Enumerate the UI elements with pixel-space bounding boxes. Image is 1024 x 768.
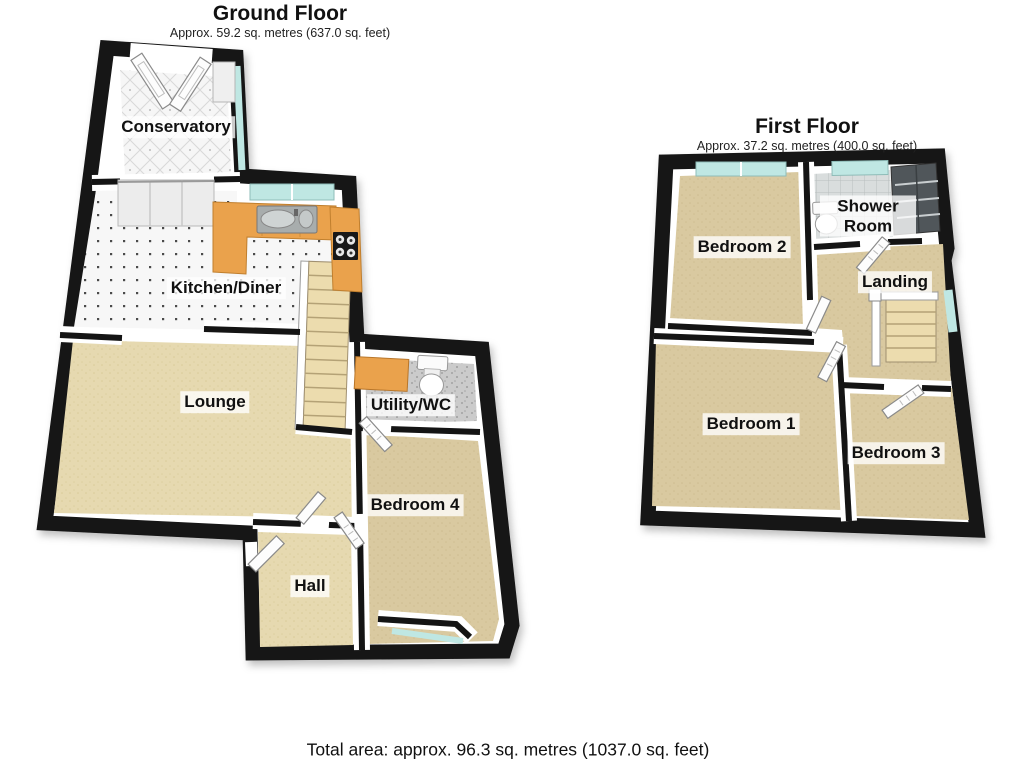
staircase-first-steps	[885, 299, 937, 363]
room-label-bedroom2: Bedroom 2	[693, 236, 791, 258]
lounge-floor	[54, 340, 352, 518]
room-label-conservatory: Conservatory	[117, 116, 235, 138]
room-label-shower-room: Shower Room	[820, 195, 916, 237]
front-door	[247, 534, 286, 573]
utility-counter	[353, 356, 410, 392]
shower-room-door	[855, 235, 891, 275]
stove	[333, 232, 358, 260]
landing-window	[943, 289, 958, 333]
first-floor-title: First Floor	[755, 115, 859, 138]
bedroom2-door	[805, 295, 832, 334]
bedroom4-bay-window	[391, 628, 464, 644]
ground-floor-title: Ground Floor	[212, 2, 348, 25]
first-floor-subtitle: Approx. 37.2 sq. metres (400.0 sq. feet)	[696, 139, 918, 153]
shower-room-window	[831, 160, 889, 176]
ground-floor-plan	[36, 40, 520, 661]
room-label-hall: Hall	[290, 575, 330, 597]
utility-toilet	[416, 354, 449, 397]
room-label-kitchen-diner: Kitchen/Diner	[166, 277, 286, 299]
first-floor-plan	[640, 148, 986, 538]
bedroom1-door	[816, 340, 847, 383]
ground-floor-subtitle: Approx. 59.2 sq. metres (637.0 sq. feet)	[169, 26, 391, 40]
room-label-bedroom1: Bedroom 1	[702, 413, 800, 435]
staircase-ground	[294, 260, 352, 432]
first-interior-walls	[653, 161, 952, 522]
bedroom4-door	[358, 415, 393, 453]
room-label-lounge: Lounge	[180, 391, 250, 413]
kitchen-sink	[256, 205, 318, 234]
hall-bedroom4-door	[333, 511, 365, 550]
conservatory-window-pane	[212, 61, 236, 103]
total-area-text: Total area: approx. 96.3 sq. metres (103…	[306, 739, 710, 760]
kitchen-counter	[212, 201, 363, 293]
room-label-bedroom4: Bedroom 4	[366, 494, 464, 516]
room-label-bedroom3: Bedroom 3	[847, 442, 945, 464]
conservatory-doors	[130, 52, 212, 113]
bedroom3-door	[881, 384, 925, 420]
utility-fixtures	[353, 354, 449, 397]
conservatory-side-window	[233, 65, 246, 171]
room-label-utility-wc: Utility/WC	[366, 394, 456, 416]
sliding-patio-door	[117, 179, 215, 227]
lounge-hall-door	[295, 490, 327, 526]
bedroom4-floor	[363, 434, 499, 644]
staircase-first	[868, 288, 939, 367]
room-label-landing: Landing	[857, 271, 933, 293]
